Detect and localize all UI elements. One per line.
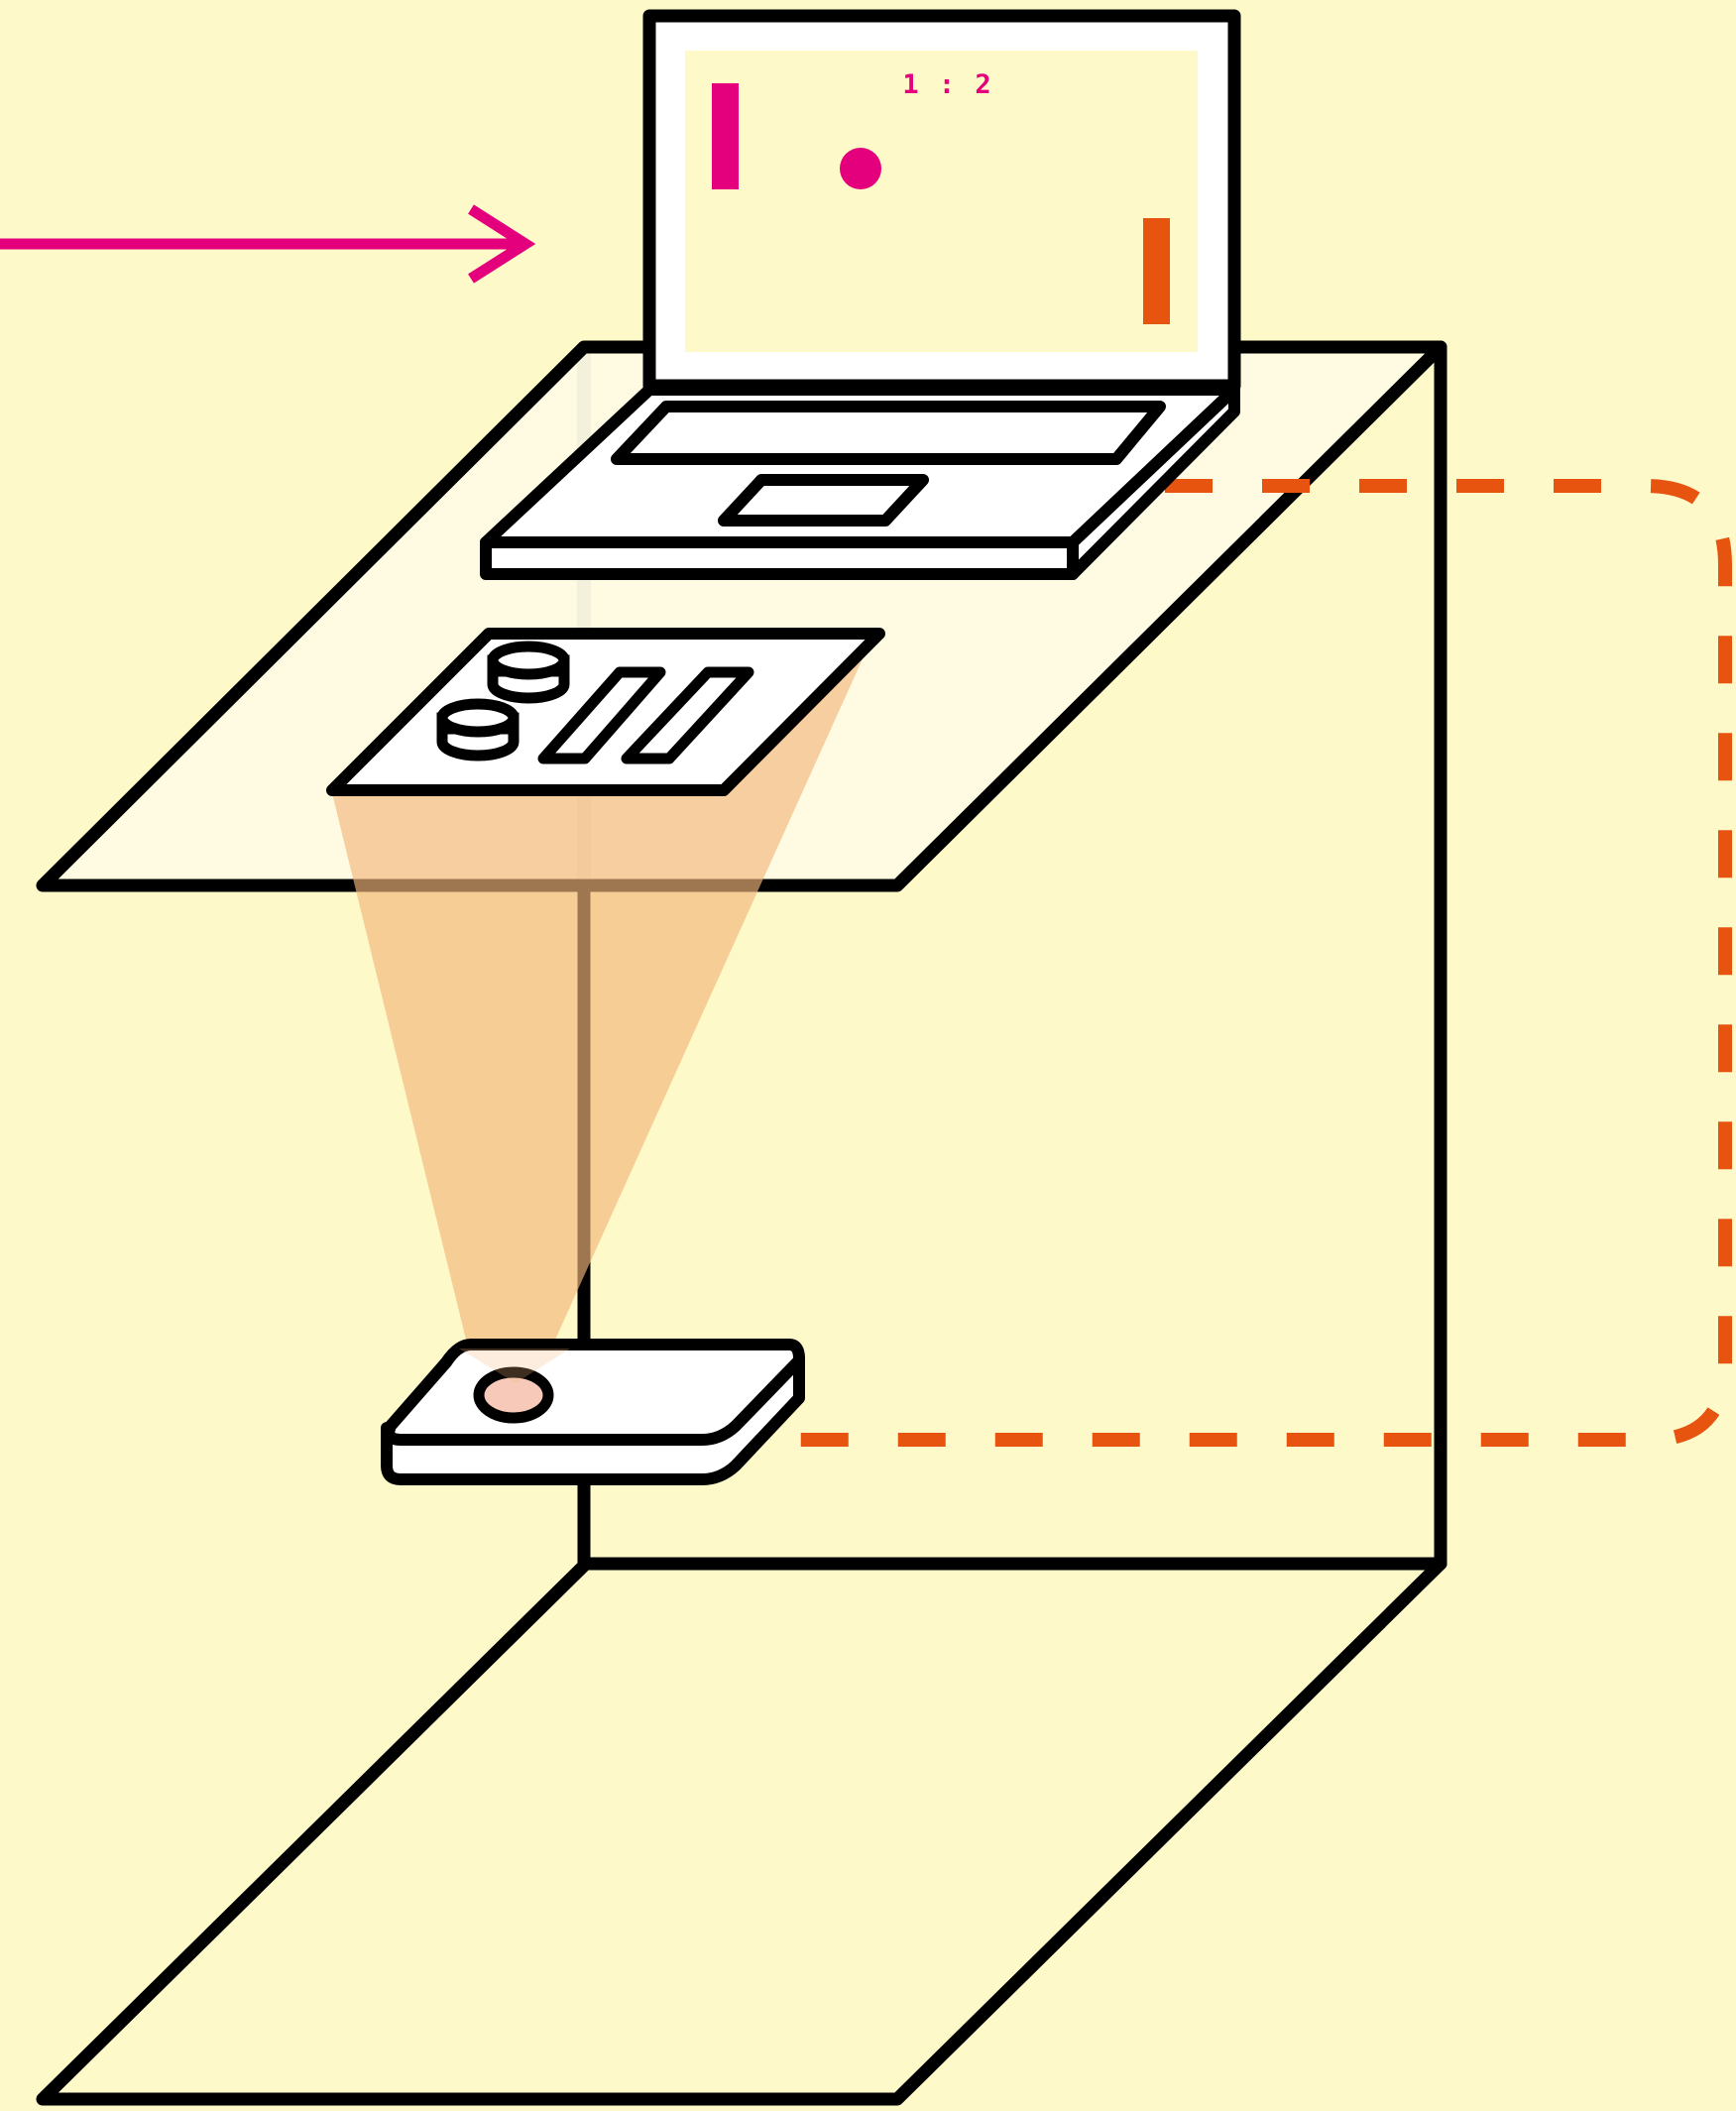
laptop-screen: 1 : 2 [642,9,1241,393]
paper-controller [326,628,885,796]
coin-token-bottom[interactable] [436,698,520,762]
camera-field-of-view [332,654,865,1388]
game-display [685,51,1198,352]
trackpad [718,474,929,527]
dashed-loop-connector [753,479,1732,1447]
camera-lens [473,1366,554,1424]
right-paddle [1143,218,1170,324]
slider-slot-left[interactable] [537,666,666,764]
floor-plane [36,1557,1447,2106]
laptop-base [480,384,1240,580]
arrow-right-icon [0,204,536,284]
phone-camera [381,1339,805,1485]
keyboard [611,401,1166,465]
slider-slot-right[interactable] [621,666,754,764]
camera-beam-overlay [459,1349,570,1383]
coin-token-top[interactable] [487,641,570,704]
left-paddle [712,83,739,189]
ball [840,148,881,189]
score-display: 1 : 2 [902,69,992,100]
